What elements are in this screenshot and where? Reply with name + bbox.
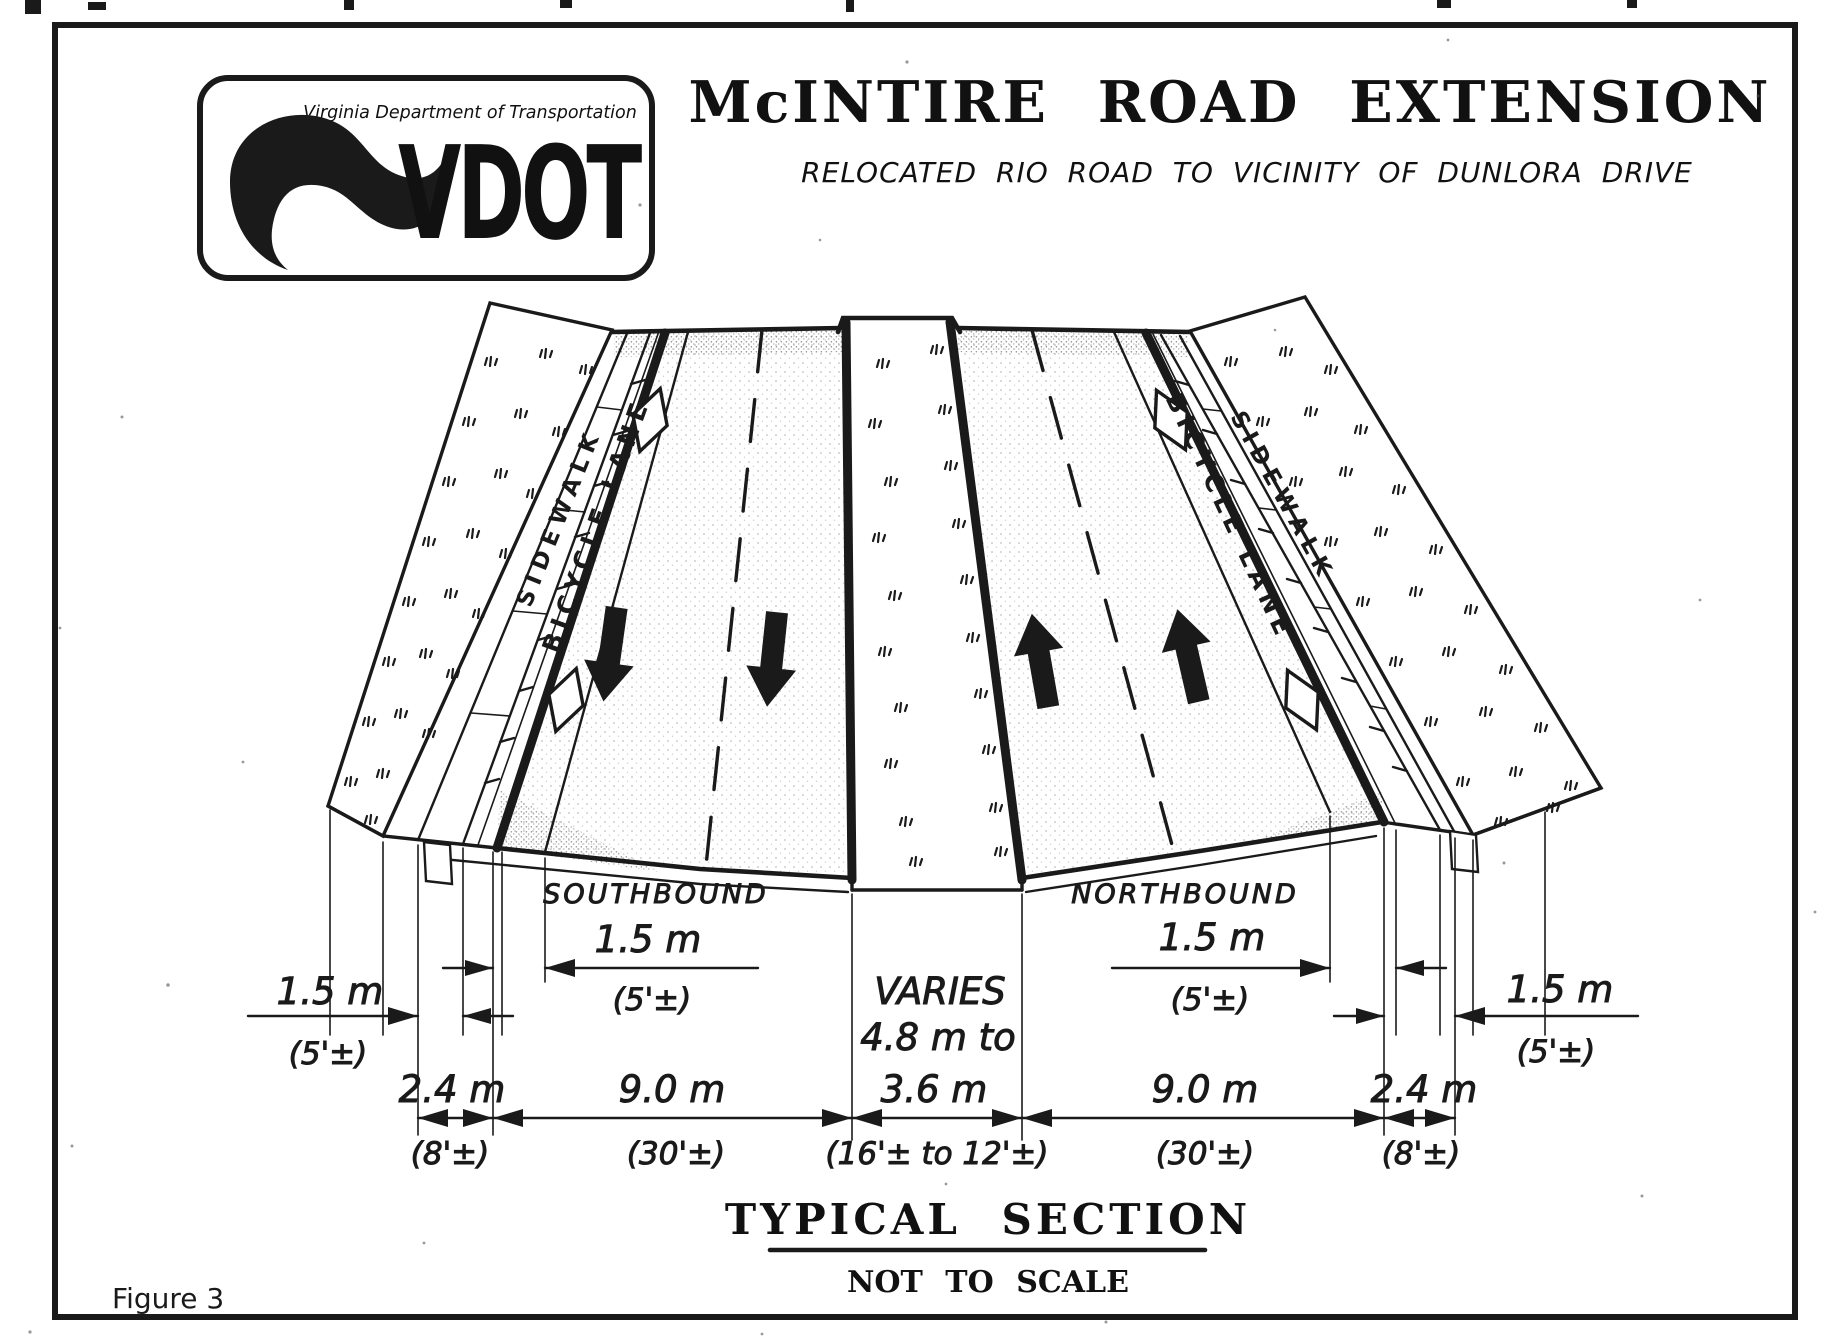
northbound-arrow-icon: [1013, 613, 1064, 710]
pavement-shading-left: [614, 329, 842, 357]
svg-text:4.8 m to: 4.8 m to: [860, 1016, 1016, 1059]
median-strip: [835, 315, 1027, 885]
bike-lane-diamond-icon: [1153, 387, 1189, 453]
svg-text:9.0 m: 9.0 m: [1152, 1068, 1259, 1111]
svg-text:1.5 m: 1.5 m: [1159, 916, 1266, 959]
northbound-pavement: [958, 328, 1384, 878]
left-curb-block: [422, 840, 454, 886]
right-bike-lane-line: [1112, 330, 1332, 814]
svg-text:(16'± to 12'±): (16'± to 12'±): [826, 1136, 1049, 1172]
southbound-lane-dash: [704, 328, 764, 868]
extension-lines: [329, 809, 1546, 1141]
dim-right-sidewalk: 2.4 m (8'±): [1370, 1068, 1478, 1173]
gutter-dim-arrows: [441, 960, 1448, 1024]
figure-label: Figure 3: [112, 1282, 224, 1315]
figure-subtitle: RELOCATED RIO ROAD TO VICINITY OF DUNLOR…: [801, 156, 1693, 189]
svg-text:1.5 m: 1.5 m: [1507, 968, 1614, 1011]
dim-southbound-lanes: 9.0 m (30'±): [491, 1068, 854, 1173]
sidewalk-joints-left: [470, 406, 623, 717]
svg-text:2.4 m: 2.4 m: [1371, 1068, 1478, 1111]
svg-text:VARIES: VARIES: [874, 970, 1006, 1013]
vdot-wordmark: VDOT: [398, 120, 642, 269]
svg-text:(5'±): (5'±): [1517, 1034, 1595, 1070]
figure-title: McINTIRE ROAD EXTENSION: [688, 69, 1771, 136]
section-title: TYPICAL SECTION: [725, 1195, 1251, 1244]
agency-name: Virginia Department of Transportation: [303, 103, 637, 123]
dim-northbound-bike: 1.5 m (5'±): [1110, 916, 1332, 1019]
right-curb-block: [1448, 829, 1480, 874]
dim-left-sidewalk: 2.4 m (8'±): [398, 1068, 506, 1173]
dim-left-outer: 1.5 m (5'±): [246, 970, 420, 1073]
scan-noise: [28, 38, 1817, 1336]
scale-note: NOT TO SCALE: [847, 1265, 1129, 1300]
scan-artifacts-top: [25, 0, 1637, 14]
sidewalk-joints-right: [1202, 408, 1387, 710]
southbound-label: SOUTHBOUND: [543, 879, 768, 910]
dim-median: VARIES 4.8 m to 3.6 m (16'± to 12'±): [825, 970, 1049, 1173]
svg-text:9.0 m: 9.0 m: [619, 1068, 726, 1111]
northbound-lane-dash: [1030, 328, 1174, 847]
dim-right-outer: 1.5 m (5'±): [1453, 968, 1640, 1071]
svg-text:1.5 m: 1.5 m: [277, 970, 384, 1013]
southbound-pavement: [497, 328, 852, 878]
bike-lane-diamond-icon: [631, 385, 669, 455]
road-back-edge-right: [955, 325, 1193, 335]
svg-text:(5'±): (5'±): [289, 1036, 367, 1072]
northbound-label: NORTHBOUND: [1071, 879, 1299, 910]
svg-text:(30'±): (30'±): [627, 1136, 725, 1172]
svg-text:1.5 m: 1.5 m: [595, 918, 702, 961]
svg-text:(8'±): (8'±): [1382, 1136, 1460, 1172]
bike-lane-diamond-icon: [1284, 667, 1320, 733]
dim-northbound-lanes: 9.0 m (30'±): [1020, 1068, 1386, 1173]
dimension-annotations: SOUTHBOUND NORTHBOUND 1.5 m (5'±) 1.5 m …: [246, 809, 1640, 1173]
road-section-drawing: SIDEWALK BICYCLE LANE BICYCLE LANE SIDEW…: [325, 294, 1604, 894]
vdot-logo-box: Virginia Department of Transportation VD…: [197, 75, 655, 281]
pavement-shading-right: [958, 329, 1188, 357]
dim-southbound-bike: 1.5 m (5'±): [543, 918, 760, 1019]
svg-text:2.4 m: 2.4 m: [399, 1068, 506, 1111]
southbound-arrow-icon: [746, 611, 797, 707]
vdot-swoosh-icon: [230, 114, 446, 270]
gutter-ticks-left: [483, 378, 647, 785]
bike-lane-diamond-icon: [547, 665, 585, 735]
section-cut-edges: [326, 786, 1603, 894]
svg-text:(5'±): (5'±): [1171, 982, 1249, 1018]
pavement-shading-bottom-right: [1235, 792, 1382, 848]
svg-text:(30'±): (30'±): [1156, 1136, 1254, 1172]
gutter-ticks-right: [1173, 379, 1409, 773]
svg-text:(8'±): (8'±): [411, 1136, 489, 1172]
svg-text:3.6 m: 3.6 m: [881, 1068, 988, 1111]
southbound-arrow-icon: [584, 605, 634, 702]
figure-border: [52, 22, 1798, 1320]
road-back-edge-left: [609, 325, 845, 335]
svg-text:(5'±): (5'±): [613, 982, 691, 1018]
northbound-arrow-icon: [1161, 609, 1211, 705]
